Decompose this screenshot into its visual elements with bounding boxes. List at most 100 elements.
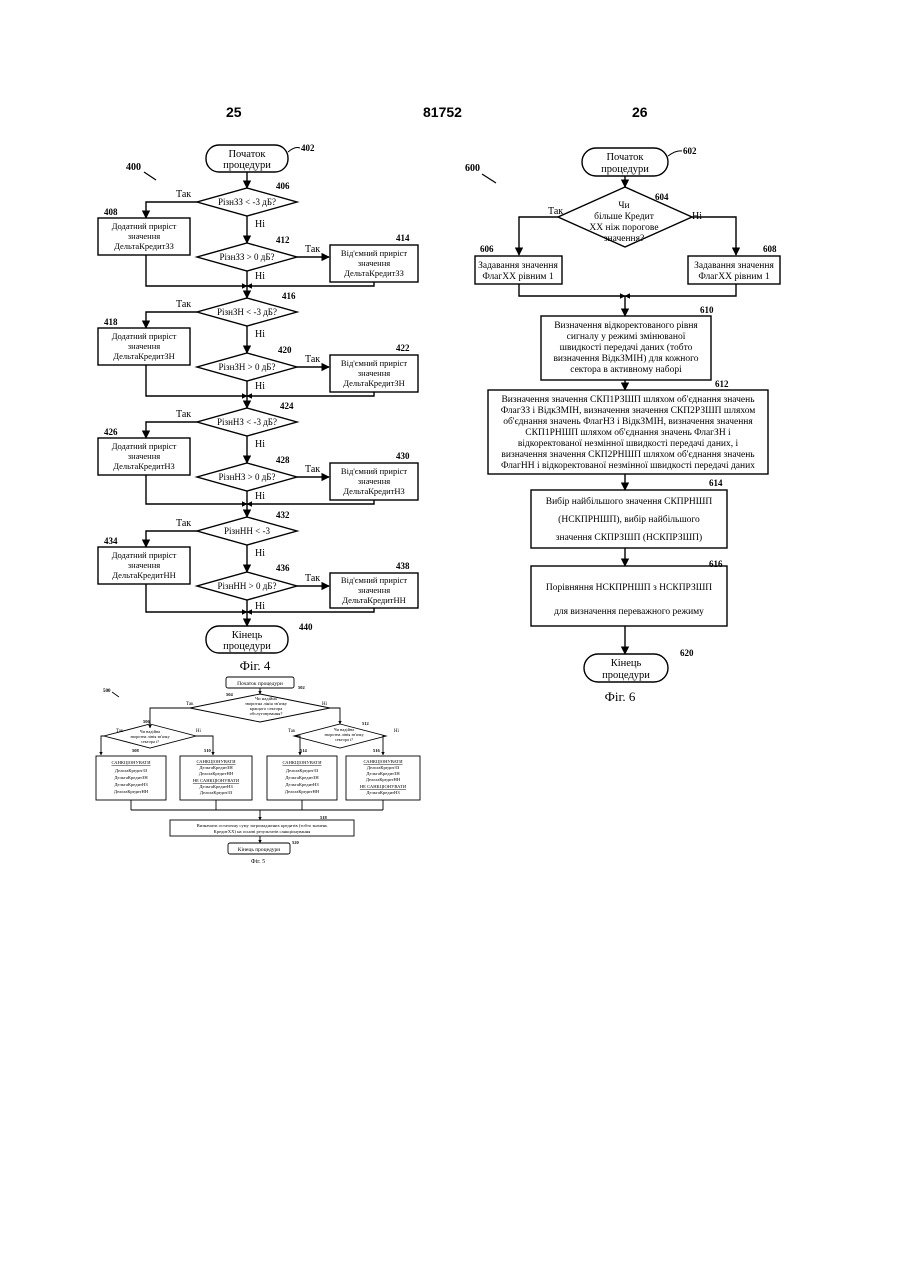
fig6-end-line2: процедури: [602, 670, 650, 681]
fig5-box-line: ДельтаКредитЗЗ: [286, 768, 319, 773]
fig4-action-line2: значення: [128, 451, 160, 461]
fig5-decision-left-ref: 506: [143, 719, 151, 724]
fig4-action-line2: значення: [358, 585, 390, 595]
fig5-box-ref: 510: [204, 748, 212, 753]
fig4-decision-ref: 428: [276, 455, 290, 465]
fig6-box614-ref: 614: [709, 478, 723, 488]
figure-6: 600 Початок процедури 602 Чи більше Кред…: [465, 146, 780, 704]
fig5-box-line: ДельтаКредитЗН: [114, 775, 148, 780]
fig4-action-line1: Від'ємний приріст: [341, 575, 407, 585]
fig5-caption: Фіг. 5: [251, 859, 265, 865]
fig4-action-ref: 414: [396, 233, 410, 243]
fig4-no-label: Ні: [255, 439, 265, 450]
fig4-yes-label: Так: [305, 573, 320, 584]
fig5-decision-right-ref: 512: [362, 721, 370, 726]
fig4-decision-text: РізнНН < -3: [224, 526, 270, 536]
fig4-decision-text: РізнЗЗ > 0 дБ?: [220, 252, 275, 262]
fig6-box614-line: (НСКПРНШП), вибір найбільшого: [558, 514, 700, 525]
fig4-yes-label: Так: [176, 409, 191, 420]
fig4-action-line3: ДельтаКредитНЗ: [343, 486, 405, 496]
fig4-action-line1: Від'ємний приріст: [341, 466, 407, 476]
fig4-decision-ref: 436: [276, 563, 290, 573]
fig6-ref: 600: [465, 163, 480, 174]
fig5-yes-label: Так: [186, 702, 194, 707]
fig4-action-line1: Від'ємний приріст: [341, 248, 407, 258]
fig5-box-line: ДельтаКредитЗЗ: [200, 790, 233, 795]
fig4-action-ref: 408: [104, 207, 118, 217]
fig5-yes-label: Так: [288, 729, 296, 734]
fig4-action-line3: ДельтаКредитНН: [112, 570, 176, 580]
fig5-box-line: ДельтаКредитНЗ: [114, 782, 148, 787]
fig5-decision-left-line3: сектора i?: [141, 739, 159, 744]
fig5-box-line: НЕ САНКЦІОНУВАТИ: [193, 778, 240, 783]
fig4-action-ref: 418: [104, 317, 118, 327]
fig5-no-label: Ні: [196, 729, 201, 734]
fig4-action-line2: значення: [358, 258, 390, 268]
fig4-action-ref: 438: [396, 561, 410, 571]
fig5-start-text: Початок процедури: [237, 681, 283, 687]
fig4-action-ref: 426: [104, 427, 118, 437]
fig6-box-616: [531, 566, 727, 626]
fig4-action-line2: значення: [128, 231, 160, 241]
fig6-box612-line: СКП1РНШП шляхом об'єднання значень ФлагЗ…: [525, 427, 731, 438]
fig6-box616-line: Порівняння НСКПРНШП з НСКПРЗШП: [546, 583, 712, 593]
fig4-action-line2: значення: [358, 476, 390, 486]
fig4-action-line2: значення: [128, 341, 160, 351]
fig4-decision-ref: 416: [282, 291, 296, 301]
fig5-box-ref: 508: [132, 748, 140, 753]
fig4-end-ref: 440: [299, 622, 313, 632]
fig6-box610-line: Визначення відкоректованого рівня: [554, 321, 698, 331]
fig4-action-line3: ДельтаКредитЗН: [343, 378, 405, 388]
fig5-box-line: ДельтаКредитНН: [366, 777, 401, 782]
fig4-yes-label: Так: [176, 189, 191, 200]
fig5-yes-label: Так: [116, 729, 124, 734]
fig4-action-ref: 430: [396, 451, 410, 461]
fig4-action-line3: ДельтаКредитЗН: [113, 351, 175, 361]
fig6-box612-line: об'єднання значень ФлагНЗ і ВідкЗМІН, ви…: [503, 416, 753, 427]
fig5-box-line: САНКЦІОНУВАТИ: [111, 760, 151, 765]
fig6-end-ref: 620: [680, 648, 694, 658]
fig4-yes-label: Так: [176, 299, 191, 310]
fig5-end-text: Кінець процедури: [238, 847, 280, 853]
fig5-box-ref: 516: [373, 748, 381, 753]
fig5-box-line: САНКЦІОНУВАТИ: [282, 760, 322, 765]
fig6-box610-line: швидкості передачі даних (тобто: [560, 342, 693, 353]
fig4-action-line3: ДельтаКредитНН: [342, 595, 406, 605]
fig6-decision-line3: XX ніж порогове: [589, 223, 658, 233]
fig4-decision-text: РізнНН > 0 дБ?: [218, 581, 277, 591]
fig6-box610-line: визначення ВідкЗМІН) для кожного: [553, 353, 698, 364]
fig6-decision-line2: більше Кредит: [594, 211, 655, 222]
fig6-box608-ref: 608: [763, 244, 777, 254]
fig4-start-ref: 402: [301, 143, 315, 153]
fig4-no-label: Ні: [255, 491, 265, 502]
fig6-box610-line: сигналу у режимі змінюваної: [567, 332, 686, 342]
fig4-no-label: Ні: [255, 381, 265, 392]
fig6-decision-ref: 604: [655, 192, 669, 202]
fig6-box612-line: ФлагНН і відкоректованої незмінної швидк…: [501, 461, 755, 471]
fig4-decision-text: РізнНЗ < -3 дБ?: [217, 417, 277, 427]
fig4-action-line3: ДельтаКредитЗЗ: [114, 241, 174, 251]
fig5-box-line: ДельтаКредитНЗ: [366, 790, 400, 795]
fig6-box614-line: Вибір найбільшого значення СКПРНШП: [546, 496, 713, 507]
fig5-box-line: ДельтаКредитЗН: [285, 775, 319, 780]
fig4-action-ref: 422: [396, 343, 410, 353]
figure-4: 400 Початок процедури 402 РізнЗЗ < -3 дБ…: [98, 143, 418, 673]
fig6-box608-line2: ФлагХХ рівним 1: [698, 272, 769, 282]
fig6-box612-line: ФлагЗЗ і ВідкЗМІН, визначення значення С…: [501, 406, 756, 416]
fig4-decision-text: РізнЗН > 0 дБ?: [219, 362, 276, 372]
fig4-start-line2: процедури: [223, 160, 271, 171]
fig4-decision-text: РізнЗЗ < -3 дБ?: [218, 197, 276, 207]
fig5-decision-right-line3: сектора i?: [335, 737, 353, 742]
fig4-action-line3: ДельтаКредитНЗ: [113, 461, 175, 471]
fig4-yes-label: Так: [305, 464, 320, 475]
fig4-yes-label: Так: [176, 518, 191, 529]
fig6-box612-line: відкоректованої незмінної швидкості пере…: [518, 439, 739, 449]
fig6-box606-line1: Задавання значення: [478, 261, 558, 271]
fig4-action-line1: Додатний приріст: [112, 221, 177, 231]
fig4-action-line3: ДельтаКредитЗЗ: [344, 268, 404, 278]
fig5-box-line: ДельтаКредитЗН: [366, 771, 400, 776]
fig5-start-ref: 502: [298, 685, 306, 690]
fig4-no-label: Ні: [255, 271, 265, 282]
figure-5: 500 Початок процедури 502 Чи надійна зво…: [96, 677, 420, 865]
fig6-box616-line: для визначення переважного режиму: [554, 607, 704, 617]
